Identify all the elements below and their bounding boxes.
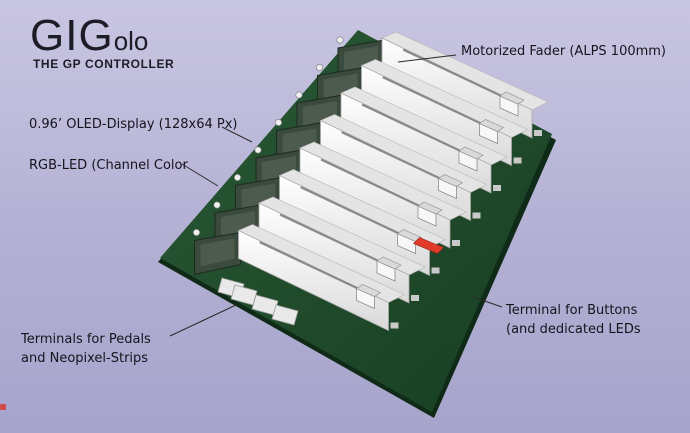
label-rgb-led: RGB-LED (Channel Color — [29, 158, 188, 173]
rgb-led — [336, 36, 344, 44]
fader-knob-top — [417, 201, 443, 215]
rgb-led — [315, 64, 323, 72]
oled-screen — [200, 238, 235, 267]
logo-main-text: GIG — [30, 11, 114, 60]
channel-strip — [213, 196, 426, 304]
channel-strip — [295, 86, 508, 194]
fader-knob-top — [355, 284, 382, 297]
fader-knob-top — [499, 91, 525, 105]
button-terminal — [452, 240, 460, 246]
button-terminal — [431, 267, 440, 274]
label-buttons-line1: Terminal for Buttons — [506, 303, 638, 318]
label-fader: Motorized Fader (ALPS 100mm) — [461, 44, 667, 59]
fader-knob-top — [437, 174, 464, 187]
rgb-led — [213, 201, 221, 209]
terminal-connector — [271, 304, 299, 326]
fader-slot — [320, 158, 430, 212]
channel-strips — [193, 31, 549, 332]
leader-line-rgb-led — [181, 163, 219, 187]
fader-slot — [279, 213, 389, 267]
fader-slot — [382, 76, 491, 129]
channel-strip — [336, 31, 549, 139]
fader-slot — [300, 186, 409, 239]
button-terminal — [493, 185, 501, 191]
rgb-led — [254, 146, 262, 154]
logo: GIGolo — [30, 14, 148, 63]
logo-tagline: THE GP CONTROLLER — [33, 57, 175, 71]
highlight-cap — [412, 237, 445, 254]
fader-knob-top — [478, 119, 505, 132]
fader-knob-top — [376, 256, 402, 270]
button-terminal — [390, 322, 399, 329]
leader-line-fader — [397, 54, 457, 63]
button-terminal — [472, 212, 481, 219]
label-pedals-line2: and Neopixel-Strips — [21, 351, 149, 366]
leader-line-pedals — [169, 304, 237, 337]
rgb-led — [274, 119, 282, 127]
fader-knob-top — [458, 146, 484, 160]
rgb-led — [234, 174, 242, 182]
channel-strip — [193, 224, 406, 332]
button-terminal — [513, 157, 522, 164]
label-oled: 0.96’ OLED-Display (128x64 Px) — [29, 117, 238, 132]
fader-slot — [341, 131, 450, 184]
label-buttons-line2: (and dedicated LEDs — [506, 322, 641, 337]
fader-slot — [402, 48, 512, 102]
rgb-led — [295, 91, 303, 99]
logo-sub-text: olo — [113, 26, 149, 56]
button-terminal — [534, 130, 542, 136]
leader-line-oled — [221, 126, 253, 143]
pedal-terminals — [217, 277, 299, 326]
corner-marker — [0, 404, 6, 410]
fader-slot — [259, 241, 368, 294]
leader-line-buttons — [469, 295, 503, 308]
label-pedals-line1: Terminals for Pedals — [21, 332, 151, 347]
rgb-led — [193, 229, 201, 237]
fader-knob-top — [396, 229, 423, 242]
button-terminal — [411, 295, 419, 301]
fader-slot — [361, 103, 471, 157]
